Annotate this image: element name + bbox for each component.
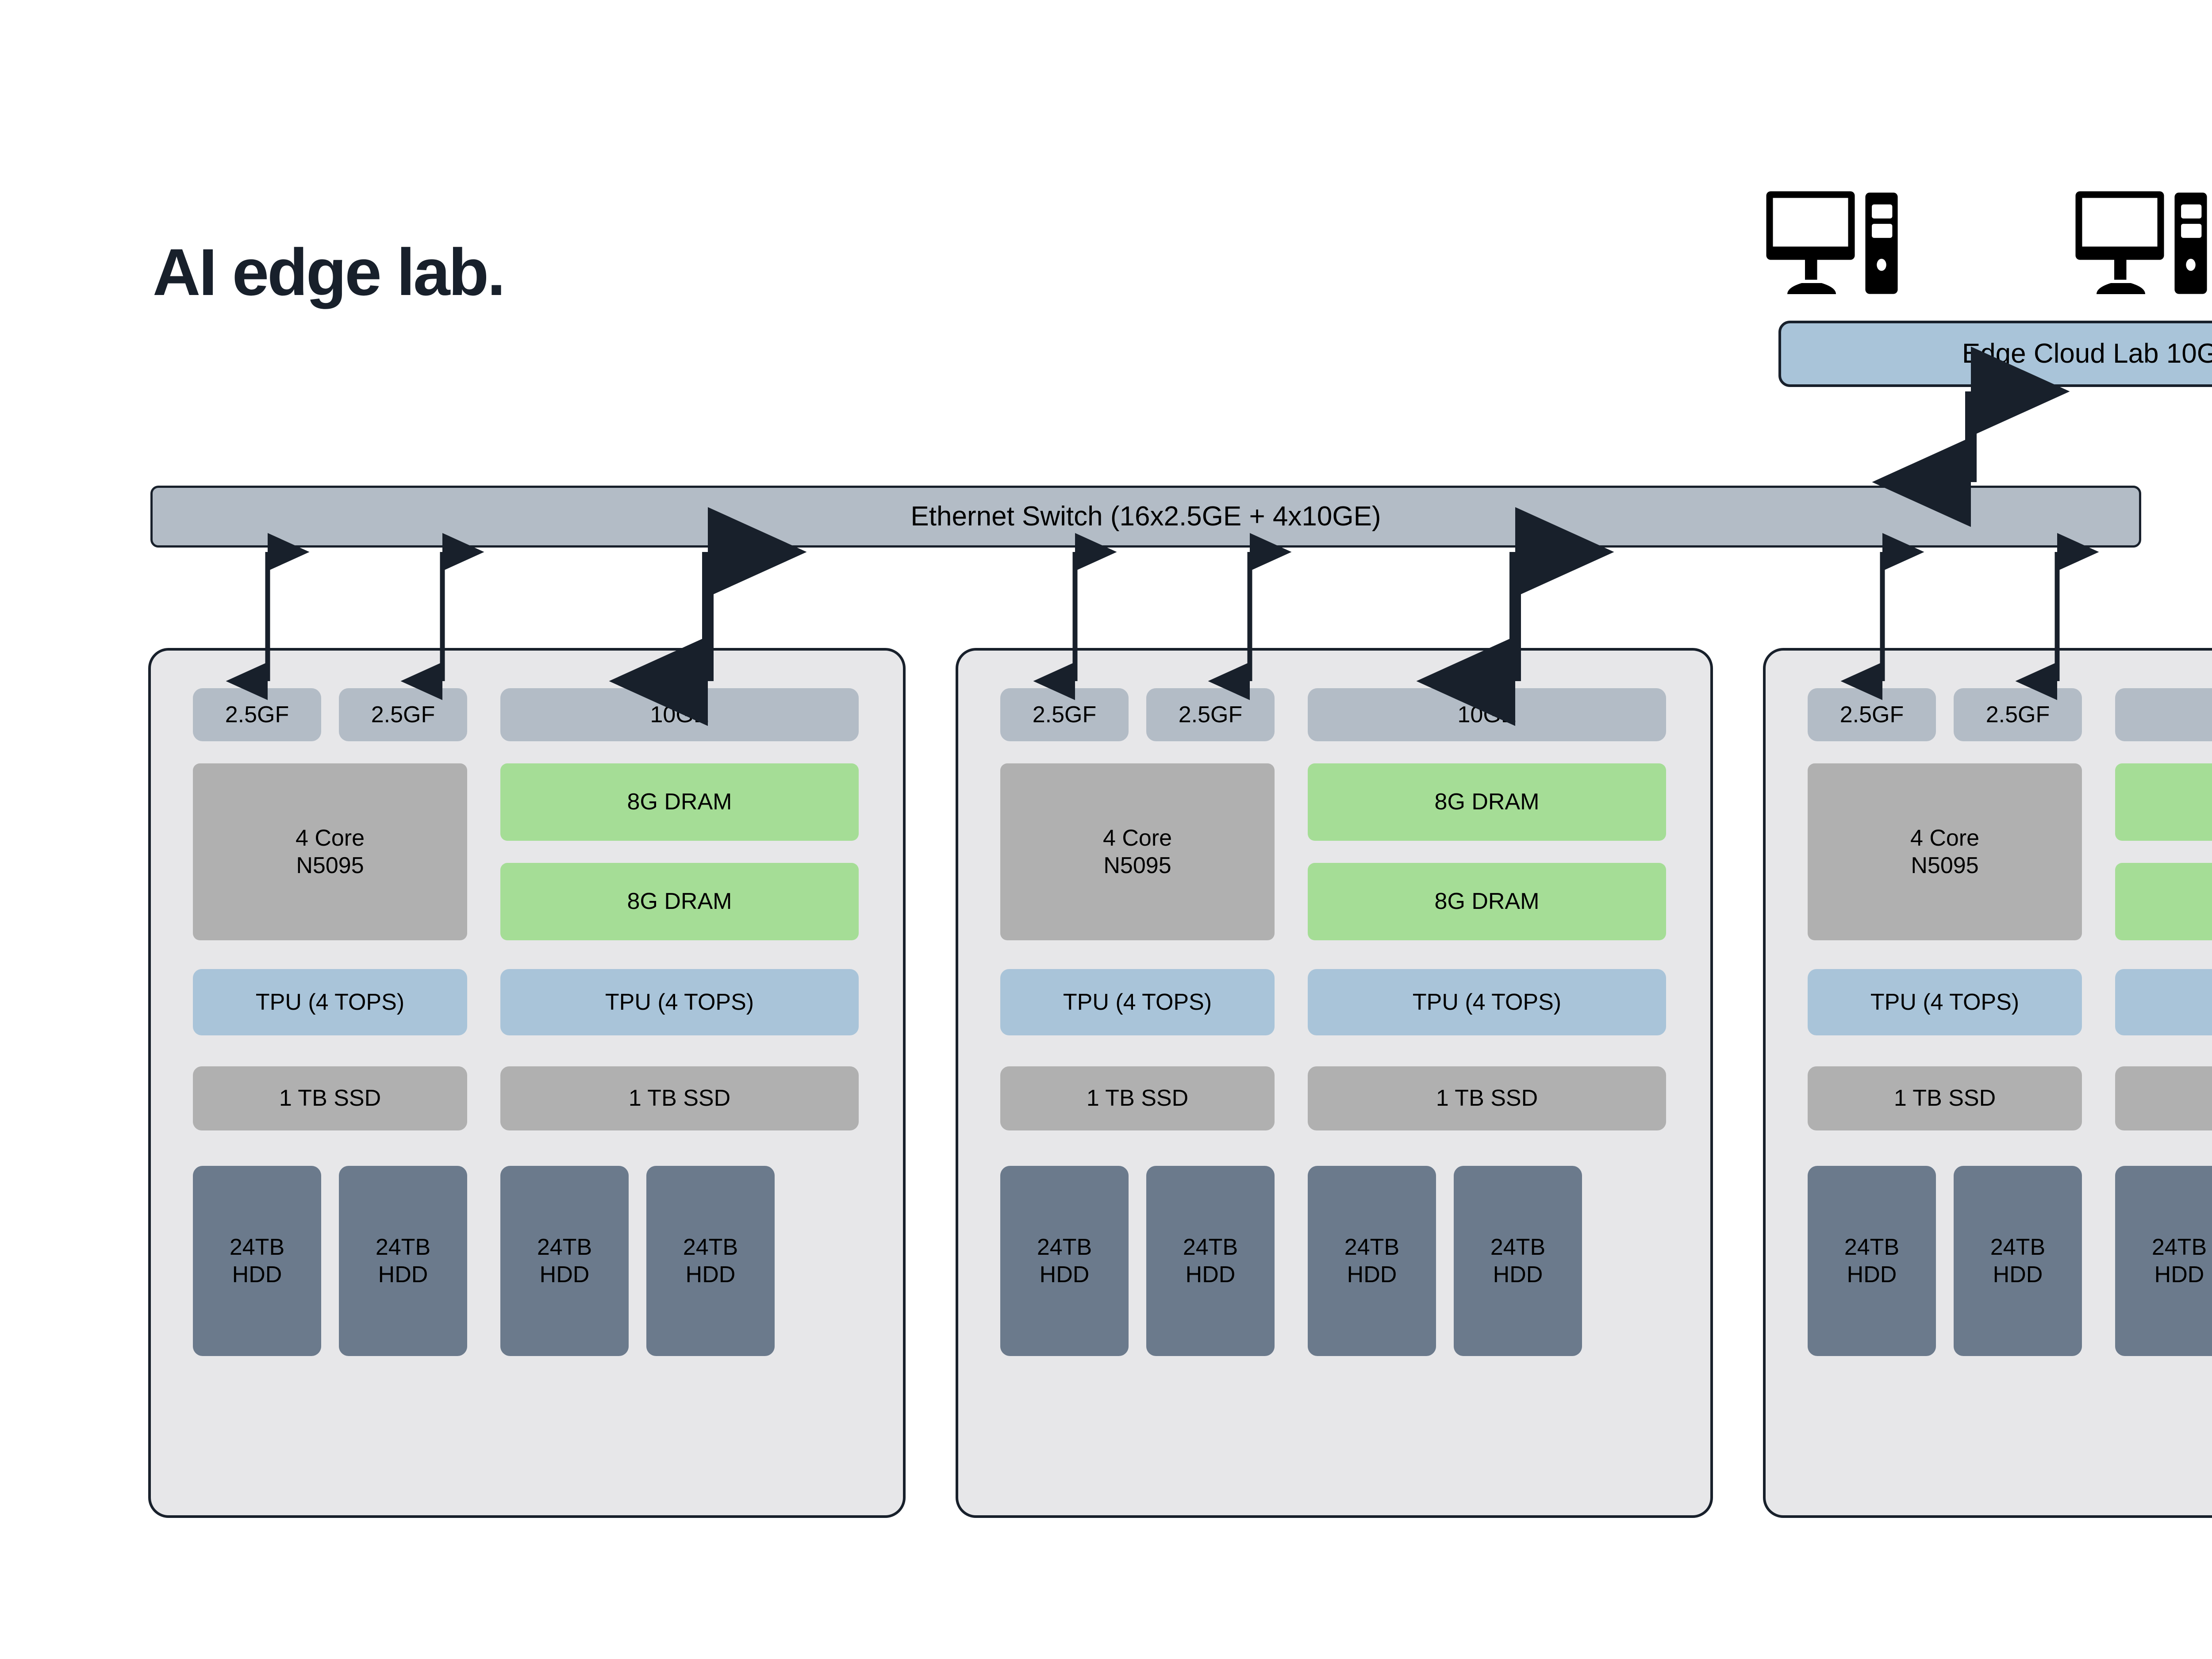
- hdd-type: HDD: [539, 1262, 590, 1287]
- hdd-type: HDD: [1993, 1262, 2043, 1287]
- hdd-drive-2[interactable]: 24TB HDD: [1146, 1166, 1275, 1356]
- hdd-type: HDD: [232, 1262, 282, 1287]
- hdd-drive-1[interactable]: 24TB HDD: [1808, 1166, 1936, 1356]
- workstation-1[interactable]: [1765, 188, 1899, 299]
- hdd-capacity: 24TB: [375, 1234, 431, 1260]
- hdd-type: HDD: [1847, 1262, 1897, 1287]
- hdd-type: HDD: [378, 1262, 428, 1287]
- port-10ge[interactable]: 10GE: [500, 688, 859, 741]
- hdd-drive-1[interactable]: 24TB HDD: [1000, 1166, 1129, 1356]
- edge-node-3[interactable]: 2.5GF 2.5GF 10GE 4 Core N5095 8G DRAM 8G…: [1763, 648, 2212, 1518]
- hdd-drive-1[interactable]: 24TB HDD: [193, 1166, 321, 1356]
- hdd-capacity: 24TB: [1183, 1234, 1238, 1260]
- hdd-capacity: 24TB: [1490, 1234, 1546, 1260]
- monitor-icon: [1766, 191, 1855, 294]
- cpu-model: N5095: [1911, 853, 1979, 878]
- tpu-accelerator-1[interactable]: TPU (4 TOPS): [193, 969, 467, 1035]
- port-10ge[interactable]: 10GE: [2115, 688, 2212, 741]
- ssd-drive-1[interactable]: 1 TB SSD: [1000, 1066, 1275, 1130]
- hdd-capacity: 24TB: [1990, 1234, 2046, 1260]
- client-workstations-group: [1765, 170, 2212, 299]
- cpu-cores: 4 Core: [1910, 825, 1980, 851]
- tpu-accelerator-2[interactable]: TPU (4 TOPS): [500, 969, 859, 1035]
- hdd-capacity: 24TB: [1037, 1234, 1092, 1260]
- edge-node-1[interactable]: 2.5GF 2.5GF 10GE 4 Core N5095 8G DRAM 8G…: [148, 648, 906, 1518]
- port-10ge[interactable]: 10GE: [1308, 688, 1666, 741]
- cpu-block[interactable]: 4 Core N5095: [1000, 763, 1275, 940]
- port-2p5gf-a[interactable]: 2.5GF: [1808, 688, 1936, 741]
- dram-module-2[interactable]: 8G DRAM: [2115, 863, 2212, 940]
- edge-cloud-switch[interactable]: Edge Cloud Lab 10GE Switch: [1778, 321, 2212, 387]
- port-2p5gf-b[interactable]: 2.5GF: [1954, 688, 2082, 741]
- tpu-accelerator-1[interactable]: TPU (4 TOPS): [1000, 969, 1275, 1035]
- ssd-drive-1[interactable]: 1 TB SSD: [193, 1066, 467, 1130]
- hdd-capacity: 24TB: [1344, 1234, 1400, 1260]
- workstation-2[interactable]: [2074, 188, 2208, 299]
- ssd-drive-1[interactable]: 1 TB SSD: [1808, 1066, 2082, 1130]
- hdd-type: HDD: [1347, 1262, 1397, 1287]
- hdd-capacity: 24TB: [537, 1234, 592, 1260]
- dram-module-2[interactable]: 8G DRAM: [500, 863, 859, 940]
- tpu-accelerator-2[interactable]: TPU (4 TOPS): [2115, 969, 2212, 1035]
- hdd-drive-2[interactable]: 24TB HDD: [1954, 1166, 2082, 1356]
- cpu-model: N5095: [1103, 853, 1171, 878]
- hdd-capacity: 24TB: [2151, 1234, 2207, 1260]
- hdd-capacity: 24TB: [229, 1234, 285, 1260]
- cpu-block[interactable]: 4 Core N5095: [1808, 763, 2082, 940]
- edge-node-2[interactable]: 2.5GF 2.5GF 10GE 4 Core N5095 8G DRAM 8G…: [956, 648, 1713, 1518]
- dram-module-1[interactable]: 8G DRAM: [500, 763, 859, 841]
- hdd-drive-3[interactable]: 24TB HDD: [1308, 1166, 1436, 1356]
- tpu-accelerator-1[interactable]: TPU (4 TOPS): [1808, 969, 2082, 1035]
- ssd-drive-2[interactable]: 1 TB SSD: [2115, 1066, 2212, 1130]
- cpu-model: N5095: [296, 853, 364, 878]
- port-2p5gf-a[interactable]: 2.5GF: [193, 688, 321, 741]
- hdd-type: HDD: [1493, 1262, 1543, 1287]
- monitor-icon: [2075, 191, 2164, 294]
- page-title: AI edge lab.: [153, 235, 506, 309]
- ssd-drive-2[interactable]: 1 TB SSD: [1308, 1066, 1666, 1130]
- hdd-capacity: 24TB: [1844, 1234, 1900, 1260]
- cpu-cores: 4 Core: [295, 825, 365, 851]
- port-2p5gf-a[interactable]: 2.5GF: [1000, 688, 1129, 741]
- tower-icon: [1865, 192, 1898, 294]
- hdd-type: HDD: [1039, 1262, 1090, 1287]
- cpu-block[interactable]: 4 Core N5095: [193, 763, 467, 940]
- hdd-drive-3[interactable]: 24TB HDD: [2115, 1166, 2212, 1356]
- hdd-drive-2[interactable]: 24TB HDD: [339, 1166, 467, 1356]
- ssd-drive-2[interactable]: 1 TB SSD: [500, 1066, 859, 1130]
- ethernet-switch[interactable]: Ethernet Switch (16x2.5GE + 4x10GE): [150, 486, 2141, 548]
- hdd-drive-3[interactable]: 24TB HDD: [500, 1166, 629, 1356]
- hdd-type: HDD: [1185, 1262, 1236, 1287]
- hdd-capacity: 24TB: [683, 1234, 738, 1260]
- tpu-accelerator-2[interactable]: TPU (4 TOPS): [1308, 969, 1666, 1035]
- hdd-drive-4[interactable]: 24TB HDD: [1454, 1166, 1582, 1356]
- dram-module-2[interactable]: 8G DRAM: [1308, 863, 1666, 940]
- tower-icon: [2174, 192, 2207, 294]
- port-2p5gf-b[interactable]: 2.5GF: [339, 688, 467, 741]
- hdd-drive-4[interactable]: 24TB HDD: [646, 1166, 775, 1356]
- port-2p5gf-b[interactable]: 2.5GF: [1146, 688, 1275, 741]
- dram-module-1[interactable]: 8G DRAM: [1308, 763, 1666, 841]
- hdd-type: HDD: [685, 1262, 736, 1287]
- dram-module-1[interactable]: 8G DRAM: [2115, 763, 2212, 841]
- hdd-type: HDD: [2154, 1262, 2204, 1287]
- cpu-cores: 4 Core: [1102, 825, 1172, 851]
